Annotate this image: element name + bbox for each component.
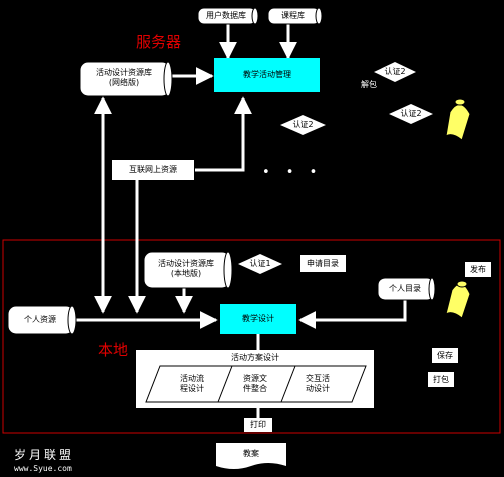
print-label: 打印 (250, 420, 266, 429)
auth2-label-b: 认证2 (400, 109, 422, 118)
personal-dir-cylinder (377, 277, 436, 301)
auth2-diamond-a (374, 62, 416, 82)
internet-label: 互联网上资源 (129, 165, 177, 174)
print-box (244, 418, 272, 432)
auth2-label-a: 认证2 (384, 67, 406, 76)
plan-subpanel (145, 365, 367, 403)
internet-box (112, 160, 194, 180)
watermark-url: www.Syue.com (14, 464, 72, 473)
course-lib-cylinder (267, 7, 323, 25)
personal-dir-label: 个人目录 (389, 284, 421, 293)
auth2-label-c: 认证2 (292, 120, 314, 129)
course-lib-label: 课程库 (281, 11, 305, 20)
pack-label: 打包 (433, 375, 449, 384)
auth2-diamond-c (280, 115, 326, 135)
plan-design-label: 活动方案设计 (231, 353, 279, 362)
activity-lib-local-label: 活动设计资源库 (本地版) (158, 259, 214, 278)
auth2-diamond-b (389, 104, 433, 124)
teaching-design-label: 教学设计 (242, 314, 274, 323)
publish-box (465, 262, 491, 277)
server-label: 服务器 (136, 33, 182, 51)
activity-mgmt-box (214, 58, 320, 92)
activity-lib-net-label: 活动设计资源库 (网络版) (96, 68, 152, 87)
pack-box (428, 372, 454, 387)
lesson-plan-doc (216, 443, 286, 469)
auth1-label: 认证1 (249, 259, 271, 268)
scroll-icon-bottom (445, 280, 471, 319)
activity-lib-net-cylinder (79, 61, 173, 97)
publish-label: 发布 (470, 265, 486, 274)
sub-flow-design-label: 活动流程设计 (180, 374, 204, 393)
continuation-dots: • • • (262, 165, 324, 180)
activity-mgmt-label: 教学活动管理 (243, 70, 291, 79)
save-label: 保存 (437, 351, 453, 360)
local-label: 本地 (98, 341, 129, 359)
activity-lib-local-cylinder (143, 251, 233, 289)
sub-resource-integration-label: 资源文件整合 (243, 374, 267, 393)
apply-dir-box (300, 255, 346, 272)
connectors (75, 22, 407, 418)
personal-res-label: 个人资源 (24, 315, 56, 324)
save-box (432, 348, 458, 363)
user-db-cylinder (197, 7, 259, 25)
personal-res-cylinder (7, 305, 77, 335)
watermark-logo: 岁月联盟 (14, 448, 75, 462)
scroll-icon-top (445, 98, 471, 141)
local-region-border (2, 239, 501, 434)
sub-interactive-design-label: 交互活动设计 (306, 374, 330, 393)
teaching-design-box (220, 304, 296, 334)
decrypt-label: 解包 (361, 80, 377, 89)
lesson-plan-label: 教案 (243, 449, 259, 458)
auth1-diamond (238, 254, 282, 274)
user-db-label: 用户数据库 (206, 11, 246, 20)
apply-dir-label: 申请目录 (307, 259, 339, 268)
